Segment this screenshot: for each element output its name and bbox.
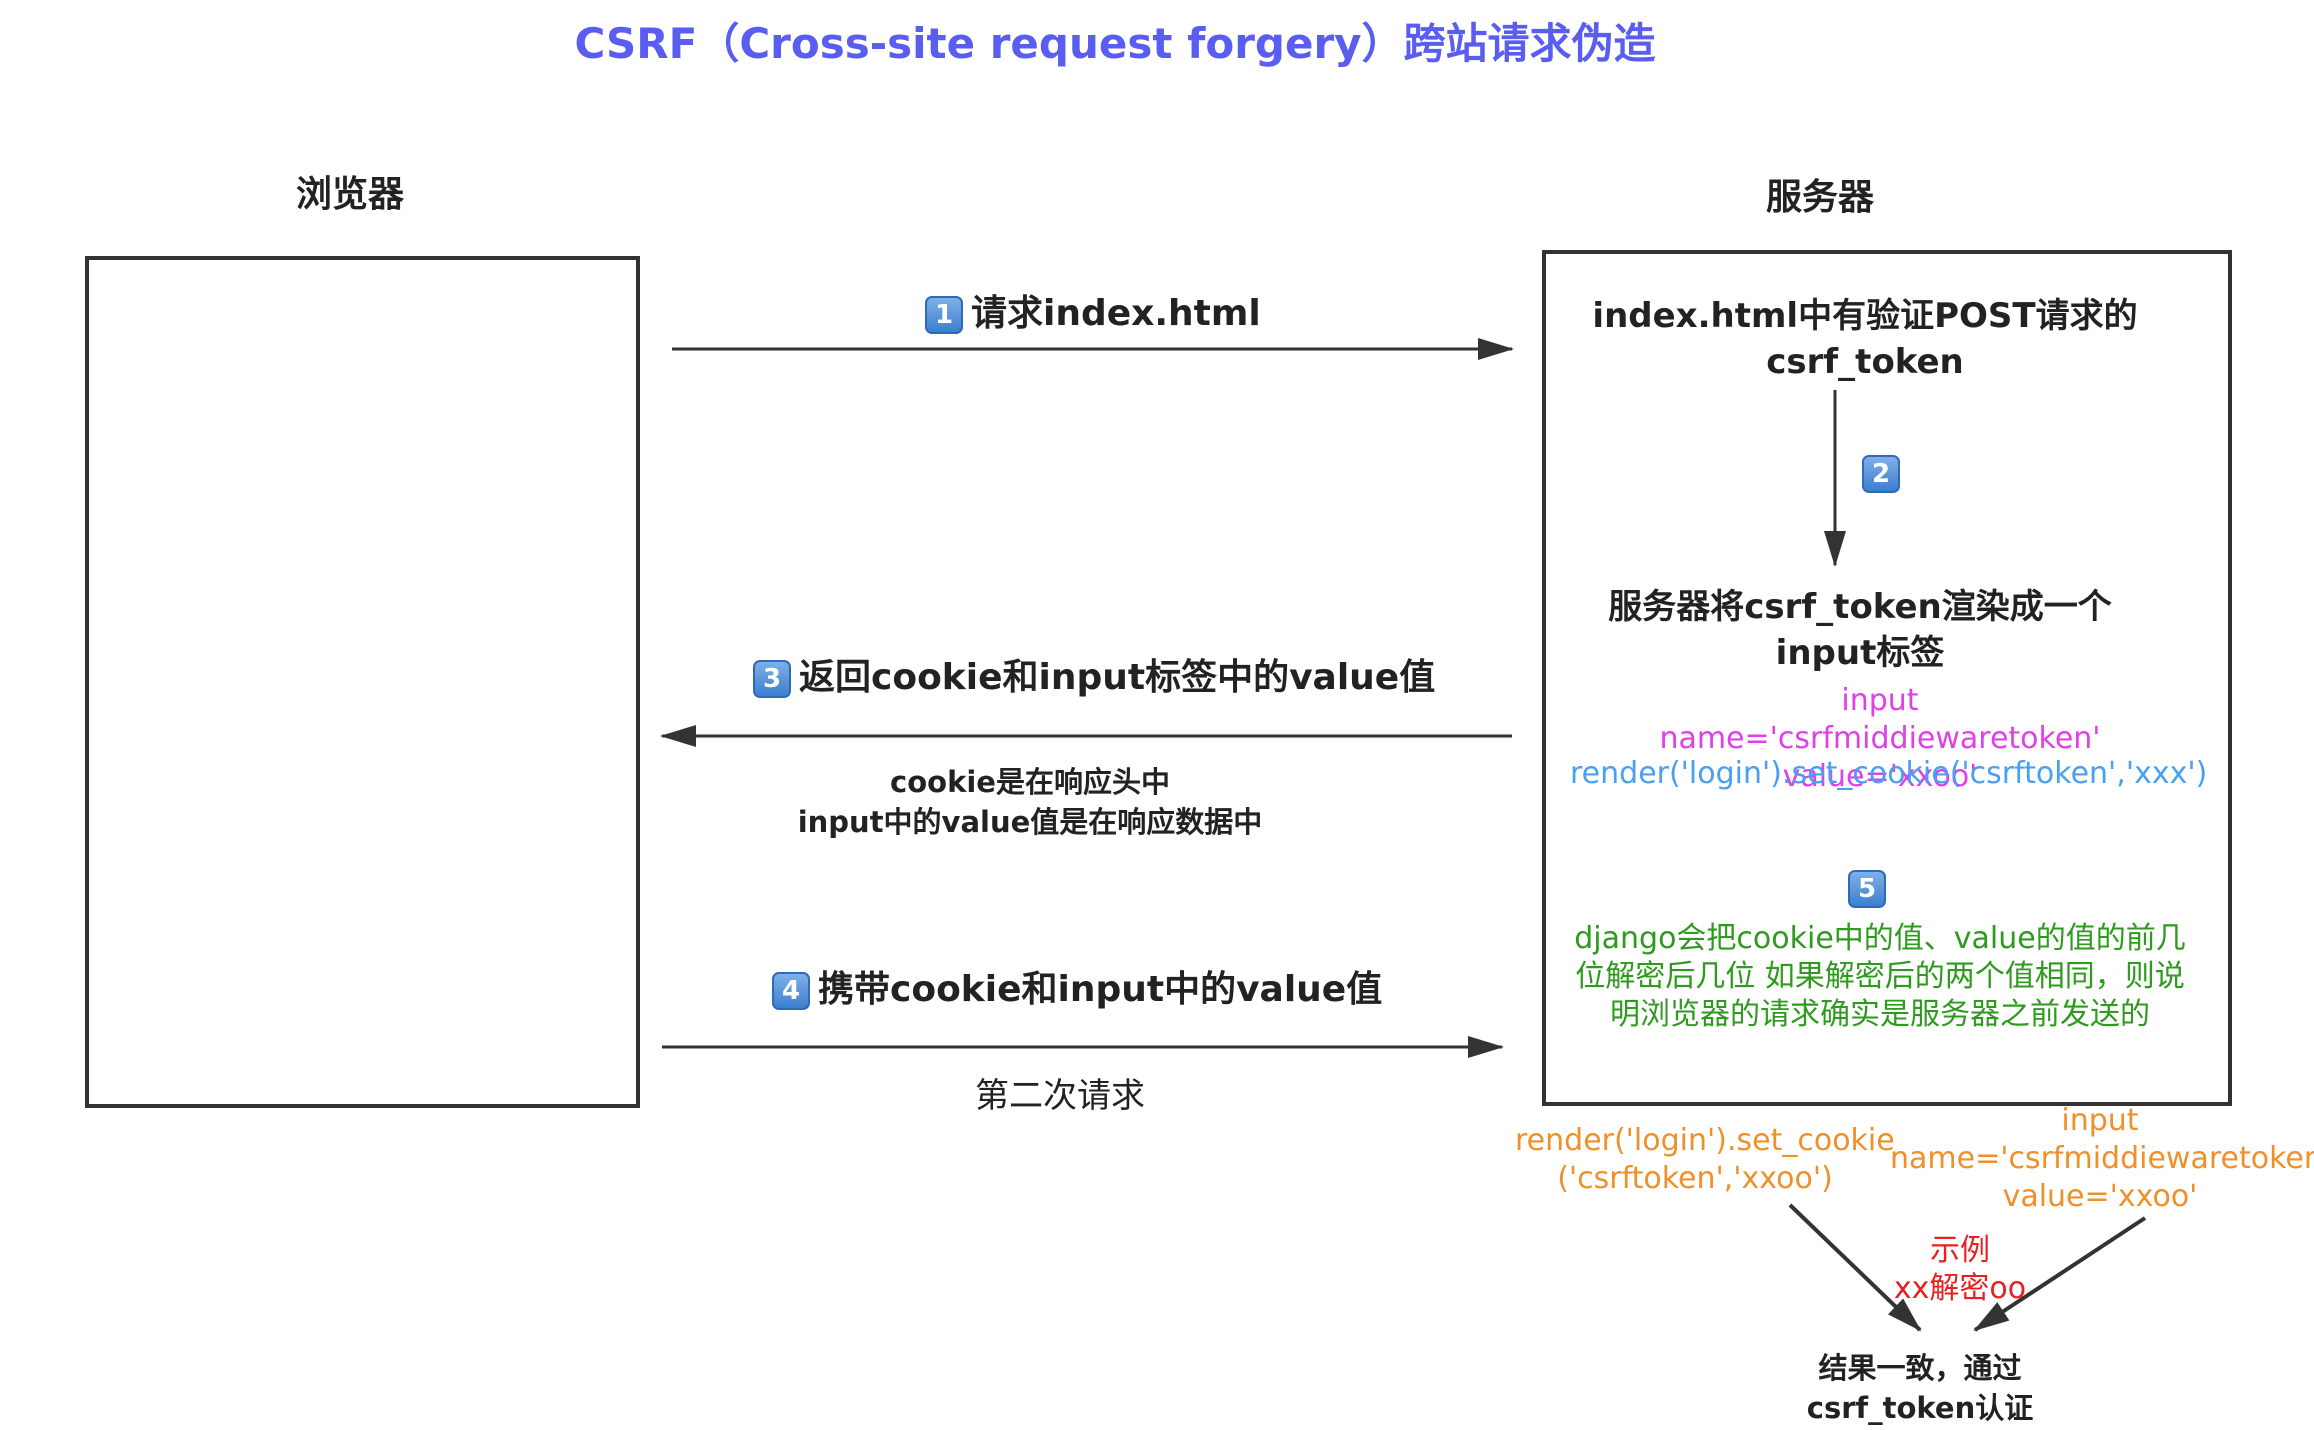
- step3-badge: 3: [753, 660, 791, 698]
- server-box: [1542, 250, 2232, 1106]
- step2-badge: 2: [1862, 455, 1900, 493]
- server-csrf-text: index.html中有验证POST请求的 csrf_token: [1592, 296, 2138, 382]
- step3-note-line2: input中的value值是在响应数据中: [797, 805, 1263, 839]
- step3-note: cookie是在响应头中 input中的value值是在响应数据中: [760, 762, 1300, 842]
- server-cookie-code: render('login').set_cookie('csrftoken','…: [1570, 756, 2208, 791]
- server-render-text: 服务器将csrf_token渲染成一个 input标签: [1608, 587, 2112, 673]
- server-label: 服务器: [1765, 177, 1874, 218]
- step4-note: 第二次请求: [975, 1076, 1145, 1116]
- server-django-text: django会把cookie中的值、value的值的前几位解密后几位 如果解密后…: [1574, 921, 2186, 1032]
- arrow-example-right: [1973, 1216, 2147, 1332]
- example-label: 示例: [1930, 1233, 1990, 1268]
- browser-box: [85, 256, 640, 1108]
- step1-badge: 1: [925, 296, 963, 334]
- page-title: CSRF（Cross-site request forgery）跨站请求伪造: [574, 19, 1656, 68]
- arrow-example-left: [1788, 1203, 1922, 1332]
- example-decrypt: xx解密oo: [1893, 1271, 2027, 1306]
- example-result: 结果一致，通过 csrf_token认证: [1806, 1351, 2034, 1425]
- example-cookie-code: render('login').set_cookie ('csrftoken',…: [1515, 1123, 1895, 1196]
- step5-badge: 5: [1848, 870, 1886, 908]
- step5-label: 5: [1848, 870, 1894, 908]
- example-input-code: input name='csrfmiddiewaretoken' value='…: [1890, 1103, 2314, 1214]
- browser-label: 浏览器: [295, 174, 404, 215]
- step3-note-line1: cookie是在响应头中: [890, 765, 1170, 799]
- step4-badge: 4: [772, 972, 810, 1010]
- server-input-code: input name='csrfmiddiewaretoken' value='…: [1659, 683, 2101, 794]
- step2-label: 2: [1862, 455, 1908, 493]
